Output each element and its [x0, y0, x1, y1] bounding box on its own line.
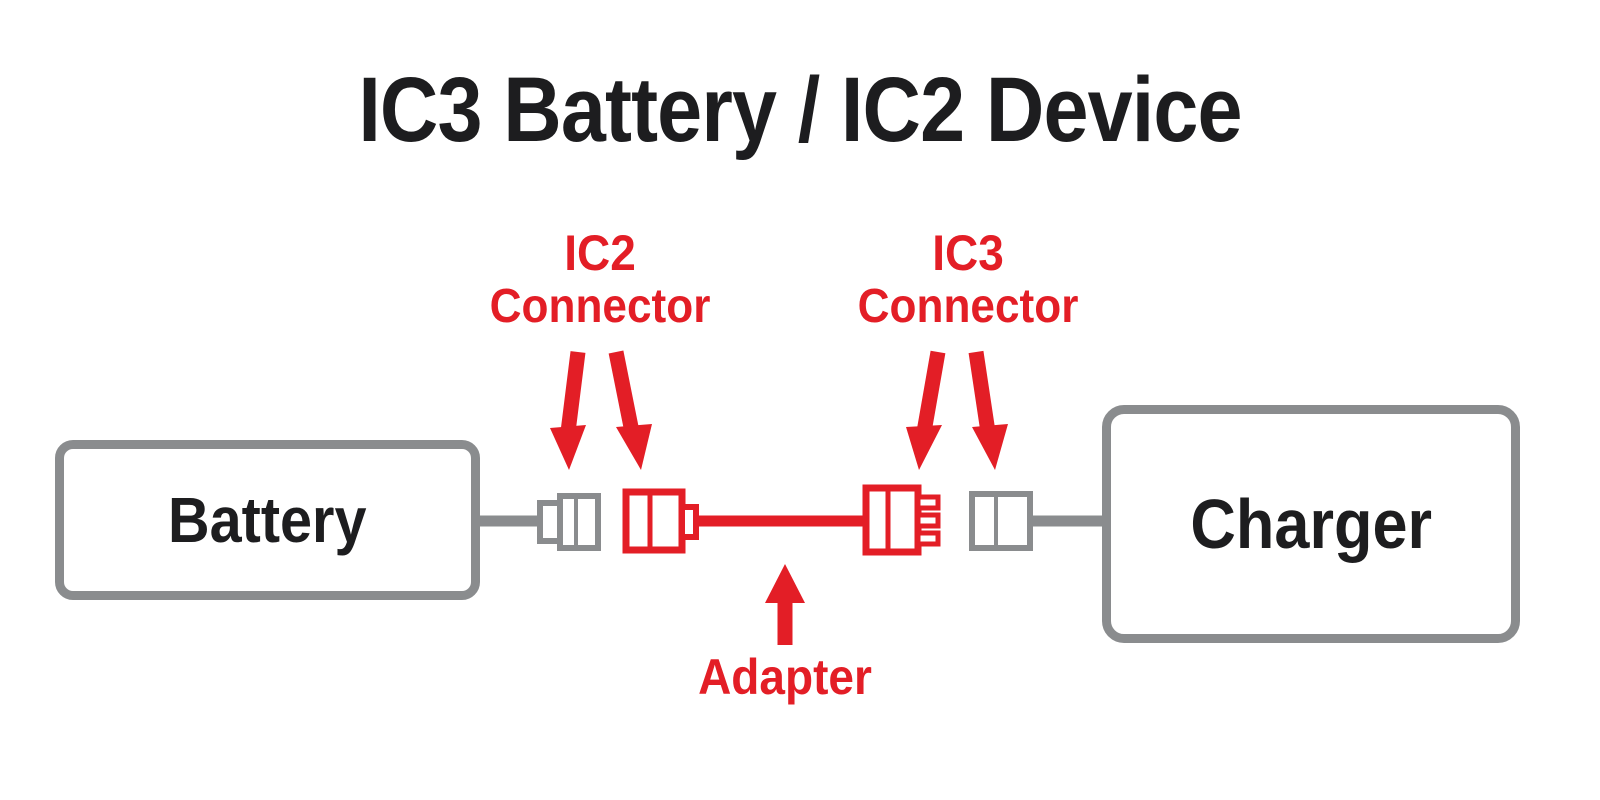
charger-box: Charger [1102, 405, 1520, 643]
battery-side-connector-icon [537, 493, 601, 551]
ic2-connector-label-line1: IC2 [564, 225, 636, 281]
battery-label: Battery [168, 484, 367, 556]
adapter-label: Adapter [698, 649, 872, 705]
adapter-ic2-connector-icon [622, 488, 699, 554]
ic3-arrow-right-icon [968, 350, 1008, 470]
ic3-connector-label: IC3 Connector [821, 226, 1115, 334]
charger-label: Charger [1190, 485, 1432, 563]
battery-box: Battery [55, 440, 480, 600]
adapter-ic3-connector-icon [862, 484, 941, 556]
ic2-arrow-left-icon [550, 351, 586, 470]
ic2-connector-label-line2: Connector [489, 280, 711, 333]
ic3-arrow-left-icon [906, 350, 946, 470]
adapter-up-arrow-icon [765, 564, 805, 645]
charger-side-connector-icon [969, 491, 1033, 551]
ic3-connector-label-line2: Connector [857, 280, 1079, 333]
ic2-connector-label: IC2 Connector [453, 226, 747, 334]
page-title: IC3 Battery / IC2 Device [358, 59, 1242, 161]
ic3-connector-label-line1: IC3 [932, 225, 1004, 281]
ic2-arrow-right-icon [608, 350, 652, 470]
